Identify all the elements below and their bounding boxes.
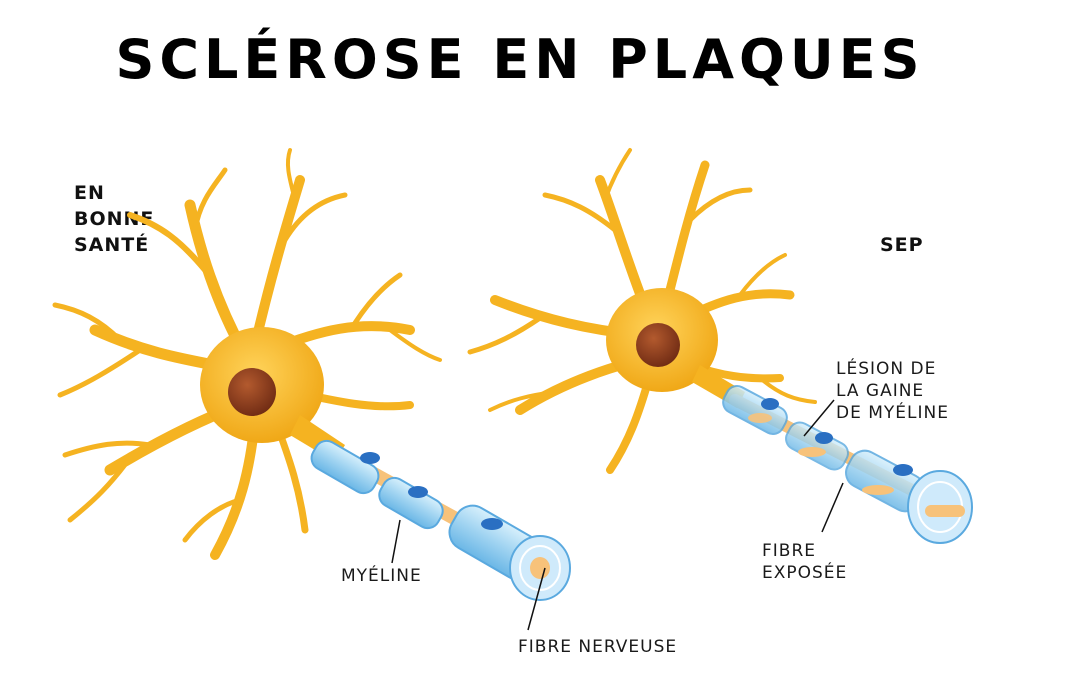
ms-axon bbox=[722, 385, 973, 544]
exposed-fiber-callout-line bbox=[821, 482, 844, 533]
damaged-myelin-segment bbox=[722, 385, 788, 435]
healthy-label-line: EN bbox=[74, 182, 105, 204]
ms-neuron bbox=[467, 148, 973, 544]
myelin-lesion-label: LÉSION DE LA GAINE DE MYÉLINE bbox=[836, 359, 949, 423]
healthy-nucleus bbox=[228, 368, 276, 416]
healthy-axon bbox=[310, 439, 571, 601]
myelin-segment bbox=[310, 439, 380, 495]
diagram-title: SCLÉROSE EN PLAQUES bbox=[115, 28, 925, 91]
lesion-callout-line bbox=[803, 399, 835, 437]
healthy-neuron bbox=[52, 148, 571, 601]
nerve-fiber-end bbox=[530, 557, 550, 579]
exposed-fiber-end bbox=[925, 505, 965, 517]
ms-panel-label: SEP bbox=[880, 234, 924, 256]
myelin-segment bbox=[378, 476, 444, 530]
nerve-fiber-label: FIBRE NERVEUSE bbox=[518, 637, 678, 657]
nerve-fiber-callout-line bbox=[527, 567, 546, 631]
myelin-label: MYÉLINE bbox=[341, 566, 422, 586]
damaged-myelin-segment bbox=[845, 449, 925, 513]
ms-nucleus bbox=[636, 323, 680, 367]
exposed-fiber-label: FIBRE EXPOSÉE bbox=[762, 541, 848, 583]
myelin-callout-line bbox=[391, 519, 401, 564]
damaged-myelin-segment bbox=[785, 421, 849, 471]
healthy-label-line: SANTÉ bbox=[74, 234, 150, 256]
